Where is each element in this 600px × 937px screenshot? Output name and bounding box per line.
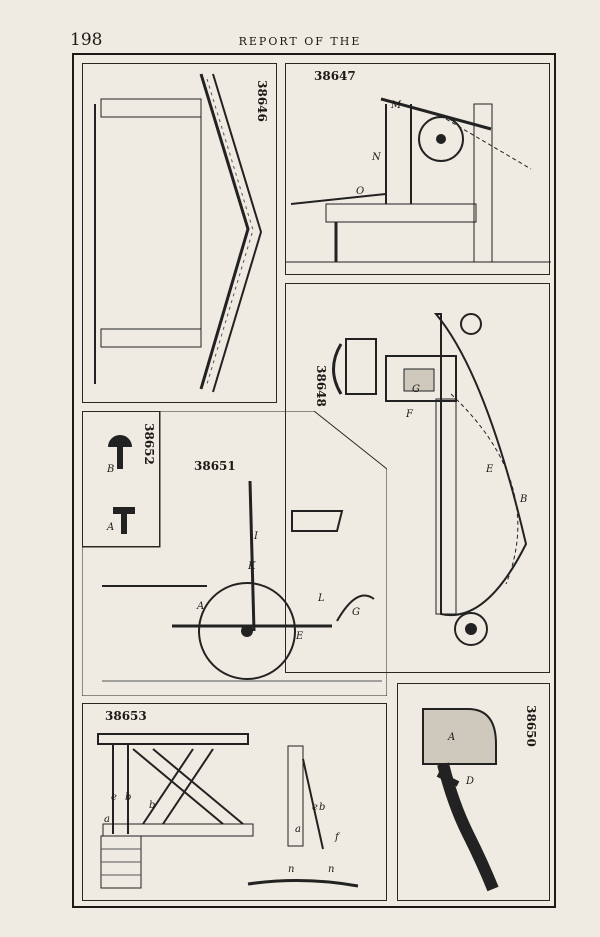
figure-38647-panel: 38647 M N O — [285, 63, 551, 275]
figure-38653-drawing — [97, 733, 359, 889]
figure-38653-panel: 38653 e b b a e b a f n n — [82, 703, 387, 901]
label-m: M — [391, 100, 402, 111]
label-k: K — [248, 561, 256, 572]
figure-38652-drawing — [108, 435, 135, 534]
patent-plate: 38646 38647 M N O — [72, 53, 556, 908]
figure-38646-drawing — [94, 73, 263, 393]
label-d: D — [466, 776, 475, 787]
label-a: A — [197, 601, 205, 612]
label-o: O — [356, 186, 365, 197]
figure-38647-number: 38647 — [314, 69, 356, 83]
figure-38648-panel: 38648 F G E B — [285, 283, 550, 673]
label-e: E — [296, 631, 304, 642]
label-e: e — [111, 792, 117, 803]
figure-38651-outline-and-drawing — [82, 411, 387, 696]
figure-38647-drawing — [286, 97, 551, 263]
figure-38648-drawing — [332, 313, 528, 646]
figure-38651-panel: 38651 I K A L G E — [82, 411, 387, 696]
label-n: n — [288, 864, 295, 875]
label-i: I — [254, 531, 258, 542]
label-n: N — [372, 152, 381, 163]
label-g: G — [352, 607, 360, 618]
figure-38650-drawing — [422, 708, 499, 892]
label-a: A — [448, 732, 456, 743]
label-e: e — [312, 802, 318, 813]
figure-38651-number: 38651 — [194, 459, 236, 473]
label-b: b — [149, 800, 156, 811]
figure-38646-number: 38646 — [254, 80, 269, 122]
label-g: G — [412, 384, 420, 395]
label-b: b — [125, 792, 132, 803]
running-head: REPORT OF THE — [238, 35, 362, 48]
figure-38648-number: 38648 — [313, 365, 328, 407]
label-b: b — [319, 802, 326, 813]
figure-38650-panel: 38650 A D — [397, 683, 550, 901]
label-f: F — [406, 409, 413, 420]
label-a: a — [104, 814, 110, 825]
label-a: a — [295, 824, 301, 835]
label-b: B — [107, 464, 115, 475]
label-e: E — [486, 464, 494, 475]
figure-38650-number: 38650 — [523, 705, 538, 747]
label-b: B — [520, 494, 528, 505]
figure-38646-panel: 38646 — [82, 63, 277, 403]
figure-38653-number: 38653 — [105, 709, 147, 723]
label-l: L — [318, 593, 325, 604]
label-f: f — [335, 832, 339, 843]
page-number: 198 — [70, 30, 103, 50]
label-n: n — [328, 864, 335, 875]
label-a: A — [107, 522, 115, 533]
